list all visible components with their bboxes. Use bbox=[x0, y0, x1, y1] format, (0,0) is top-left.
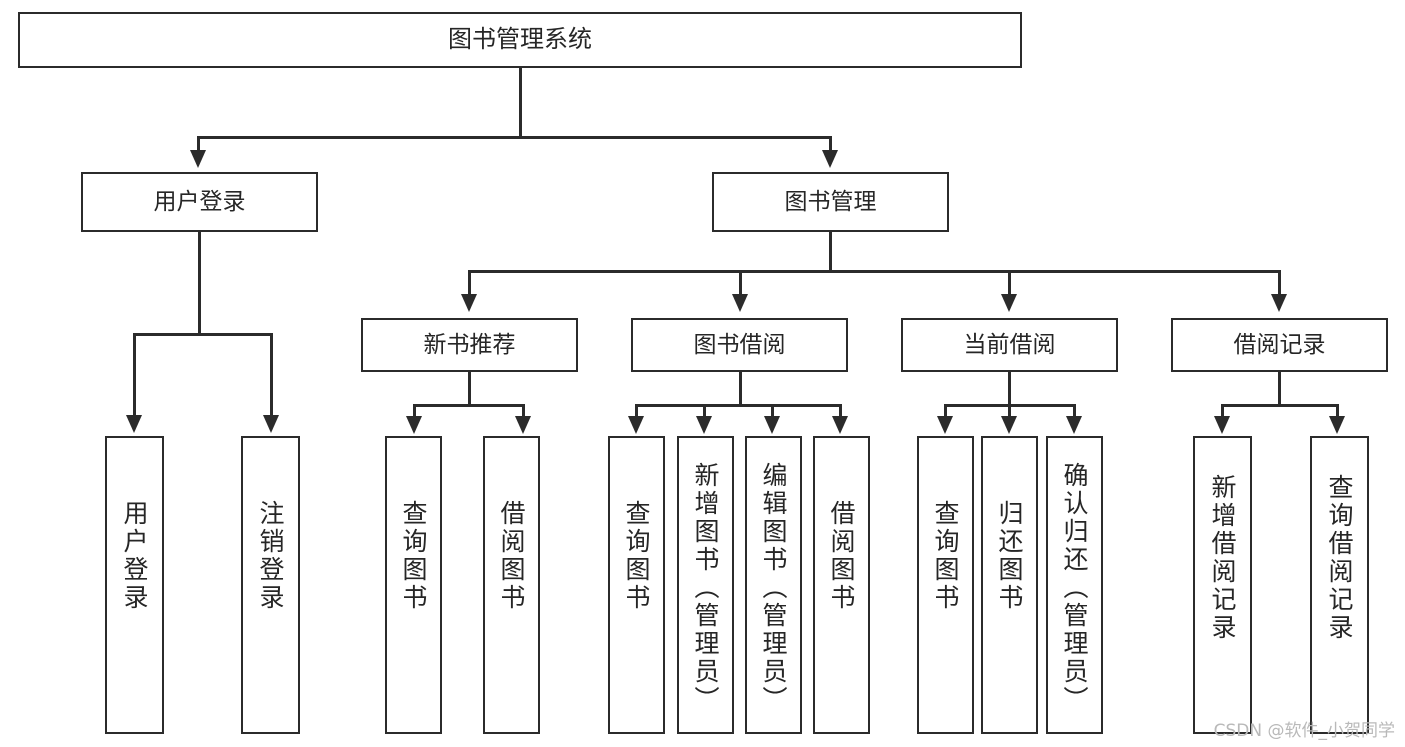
arrow-br-to-leaf-1 bbox=[1214, 416, 1230, 434]
arrow-bm-to-new-book bbox=[461, 294, 477, 312]
node-borrow-record[interactable]: 借阅记录 bbox=[1171, 318, 1388, 372]
leaf-borrow-record-2[interactable]: 查询借阅记录 bbox=[1310, 436, 1369, 734]
connector-book-management-split-bar bbox=[468, 270, 1280, 273]
arrow-user-login-to-leaf-2 bbox=[263, 415, 279, 433]
node-label: 查询图书 bbox=[399, 500, 428, 612]
arrow-cb-to-leaf-3 bbox=[1066, 416, 1082, 434]
node-label: 注销登录 bbox=[256, 500, 285, 612]
leaf-current-borrow-3[interactable]: 确认归还（管理员） bbox=[1046, 436, 1103, 734]
node-label: 借阅图书 bbox=[827, 500, 856, 612]
connector-bb-to-leaf-4 bbox=[839, 404, 842, 420]
node-label: 归还图书 bbox=[995, 500, 1024, 612]
connector-user-login-to-leaf-1 bbox=[133, 333, 136, 419]
leaf-new-book-recommend-2[interactable]: 借阅图书 bbox=[483, 436, 540, 734]
arrow-cb-to-leaf-2 bbox=[1001, 416, 1017, 434]
connector-bb-to-leaf-1 bbox=[635, 404, 638, 420]
arrow-nbr-to-leaf-1 bbox=[406, 416, 422, 434]
node-label: 借阅图书 bbox=[497, 500, 526, 612]
connector-nbr-split-bar bbox=[413, 404, 525, 407]
node-current-borrow[interactable]: 当前借阅 bbox=[901, 318, 1118, 372]
node-label: 图书管理系统 bbox=[448, 25, 592, 54]
leaf-user-login-2[interactable]: 注销登录 bbox=[241, 436, 300, 734]
leaf-book-borrow-4[interactable]: 借阅图书 bbox=[813, 436, 870, 734]
connector-cb-stem bbox=[1008, 372, 1011, 406]
node-user-login[interactable]: 用户登录 bbox=[81, 172, 318, 232]
arrow-bb-to-leaf-2 bbox=[696, 416, 712, 434]
connector-bb-split-bar bbox=[635, 404, 841, 407]
connector-nbr-stem bbox=[468, 372, 471, 406]
node-label: 图书借阅 bbox=[693, 331, 786, 358]
connector-bm-to-borrow-record bbox=[1278, 270, 1281, 298]
arrow-bm-to-book-borrow bbox=[732, 294, 748, 312]
node-new-book-recommend[interactable]: 新书推荐 bbox=[361, 318, 578, 372]
connector-br-to-leaf-2 bbox=[1336, 404, 1339, 420]
arrow-nbr-to-leaf-2 bbox=[515, 416, 531, 434]
leaf-borrow-record-1[interactable]: 新增借阅记录 bbox=[1193, 436, 1252, 734]
arrow-bb-to-leaf-1 bbox=[628, 416, 644, 434]
arrow-root-to-user-login bbox=[190, 150, 206, 168]
connector-root-to-user-login bbox=[197, 136, 200, 154]
leaf-book-borrow-1[interactable]: 查询图书 bbox=[608, 436, 665, 734]
arrow-bb-to-leaf-3 bbox=[764, 416, 780, 434]
connector-bm-to-book-borrow bbox=[739, 270, 742, 298]
node-label: 查询借阅记录 bbox=[1325, 474, 1354, 642]
connector-br-stem bbox=[1278, 372, 1281, 406]
connector-root-to-book-management bbox=[829, 136, 832, 154]
node-label: 新增借阅记录 bbox=[1208, 474, 1237, 642]
node-label: 借阅记录 bbox=[1233, 331, 1326, 358]
arrow-root-to-book-management bbox=[822, 150, 838, 168]
connector-cb-to-leaf-1 bbox=[944, 404, 947, 420]
node-book-management[interactable]: 图书管理 bbox=[712, 172, 949, 232]
connector-br-split-bar bbox=[1221, 404, 1338, 407]
node-label: 新增图书（管理员） bbox=[691, 462, 720, 714]
arrow-bb-to-leaf-4 bbox=[832, 416, 848, 434]
connector-cb-to-leaf-2 bbox=[1008, 404, 1011, 420]
arrow-bm-to-borrow-record bbox=[1271, 294, 1287, 312]
leaf-book-borrow-3[interactable]: 编辑图书（管理员） bbox=[745, 436, 802, 734]
leaf-book-borrow-2[interactable]: 新增图书（管理员） bbox=[677, 436, 734, 734]
node-label: 新书推荐 bbox=[423, 331, 516, 358]
connector-root-stem bbox=[519, 68, 522, 138]
arrow-bm-to-current-borrow bbox=[1001, 294, 1017, 312]
arrow-br-to-leaf-2 bbox=[1329, 416, 1345, 434]
node-book-borrow[interactable]: 图书借阅 bbox=[631, 318, 848, 372]
connector-user-login-stem bbox=[198, 232, 201, 335]
arrow-cb-to-leaf-1 bbox=[937, 416, 953, 434]
node-label: 图书管理 bbox=[784, 188, 877, 215]
connector-user-login-split-bar bbox=[133, 333, 273, 336]
node-label: 编辑图书（管理员） bbox=[759, 462, 788, 714]
node-label: 查询图书 bbox=[622, 500, 651, 612]
leaf-current-borrow-2[interactable]: 归还图书 bbox=[981, 436, 1038, 734]
connector-cb-to-leaf-3 bbox=[1073, 404, 1076, 420]
connector-book-management-stem bbox=[829, 232, 832, 272]
leaf-new-book-recommend-1[interactable]: 查询图书 bbox=[385, 436, 442, 734]
connector-bb-stem bbox=[739, 372, 742, 406]
node-root-book-management-system[interactable]: 图书管理系统 bbox=[18, 12, 1022, 68]
connector-user-login-to-leaf-2 bbox=[270, 333, 273, 419]
connector-bm-to-new-book bbox=[468, 270, 471, 298]
node-label: 确认归还（管理员） bbox=[1060, 462, 1089, 714]
node-label: 用户登录 bbox=[120, 500, 149, 612]
connector-bm-to-current-borrow bbox=[1008, 270, 1011, 298]
connector-nbr-to-leaf-1 bbox=[413, 404, 416, 420]
connector-br-to-leaf-1 bbox=[1221, 404, 1224, 420]
connector-root-split-bar bbox=[197, 136, 832, 139]
connector-bb-to-leaf-3 bbox=[771, 404, 774, 420]
node-label: 查询图书 bbox=[931, 500, 960, 612]
leaf-user-login-1[interactable]: 用户登录 bbox=[105, 436, 164, 734]
node-label: 用户登录 bbox=[153, 188, 246, 215]
connector-bb-to-leaf-2 bbox=[703, 404, 706, 420]
leaf-current-borrow-1[interactable]: 查询图书 bbox=[917, 436, 974, 734]
arrow-user-login-to-leaf-1 bbox=[126, 415, 142, 433]
connector-nbr-to-leaf-2 bbox=[522, 404, 525, 420]
node-label: 当前借阅 bbox=[963, 331, 1056, 358]
